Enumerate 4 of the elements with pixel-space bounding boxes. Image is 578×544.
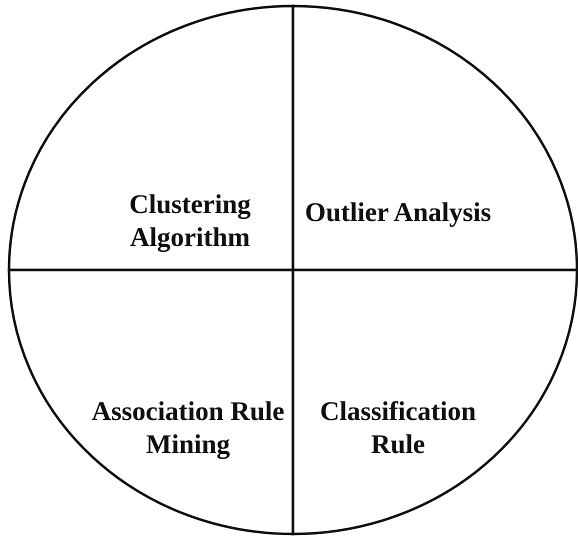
sector-label: Classification Rule xyxy=(318,395,477,461)
sector-label: Association Rule Mining xyxy=(90,395,286,461)
sector-label: Clustering Algorithm xyxy=(128,188,252,254)
sector-label: Outlier Analysis xyxy=(304,196,492,229)
